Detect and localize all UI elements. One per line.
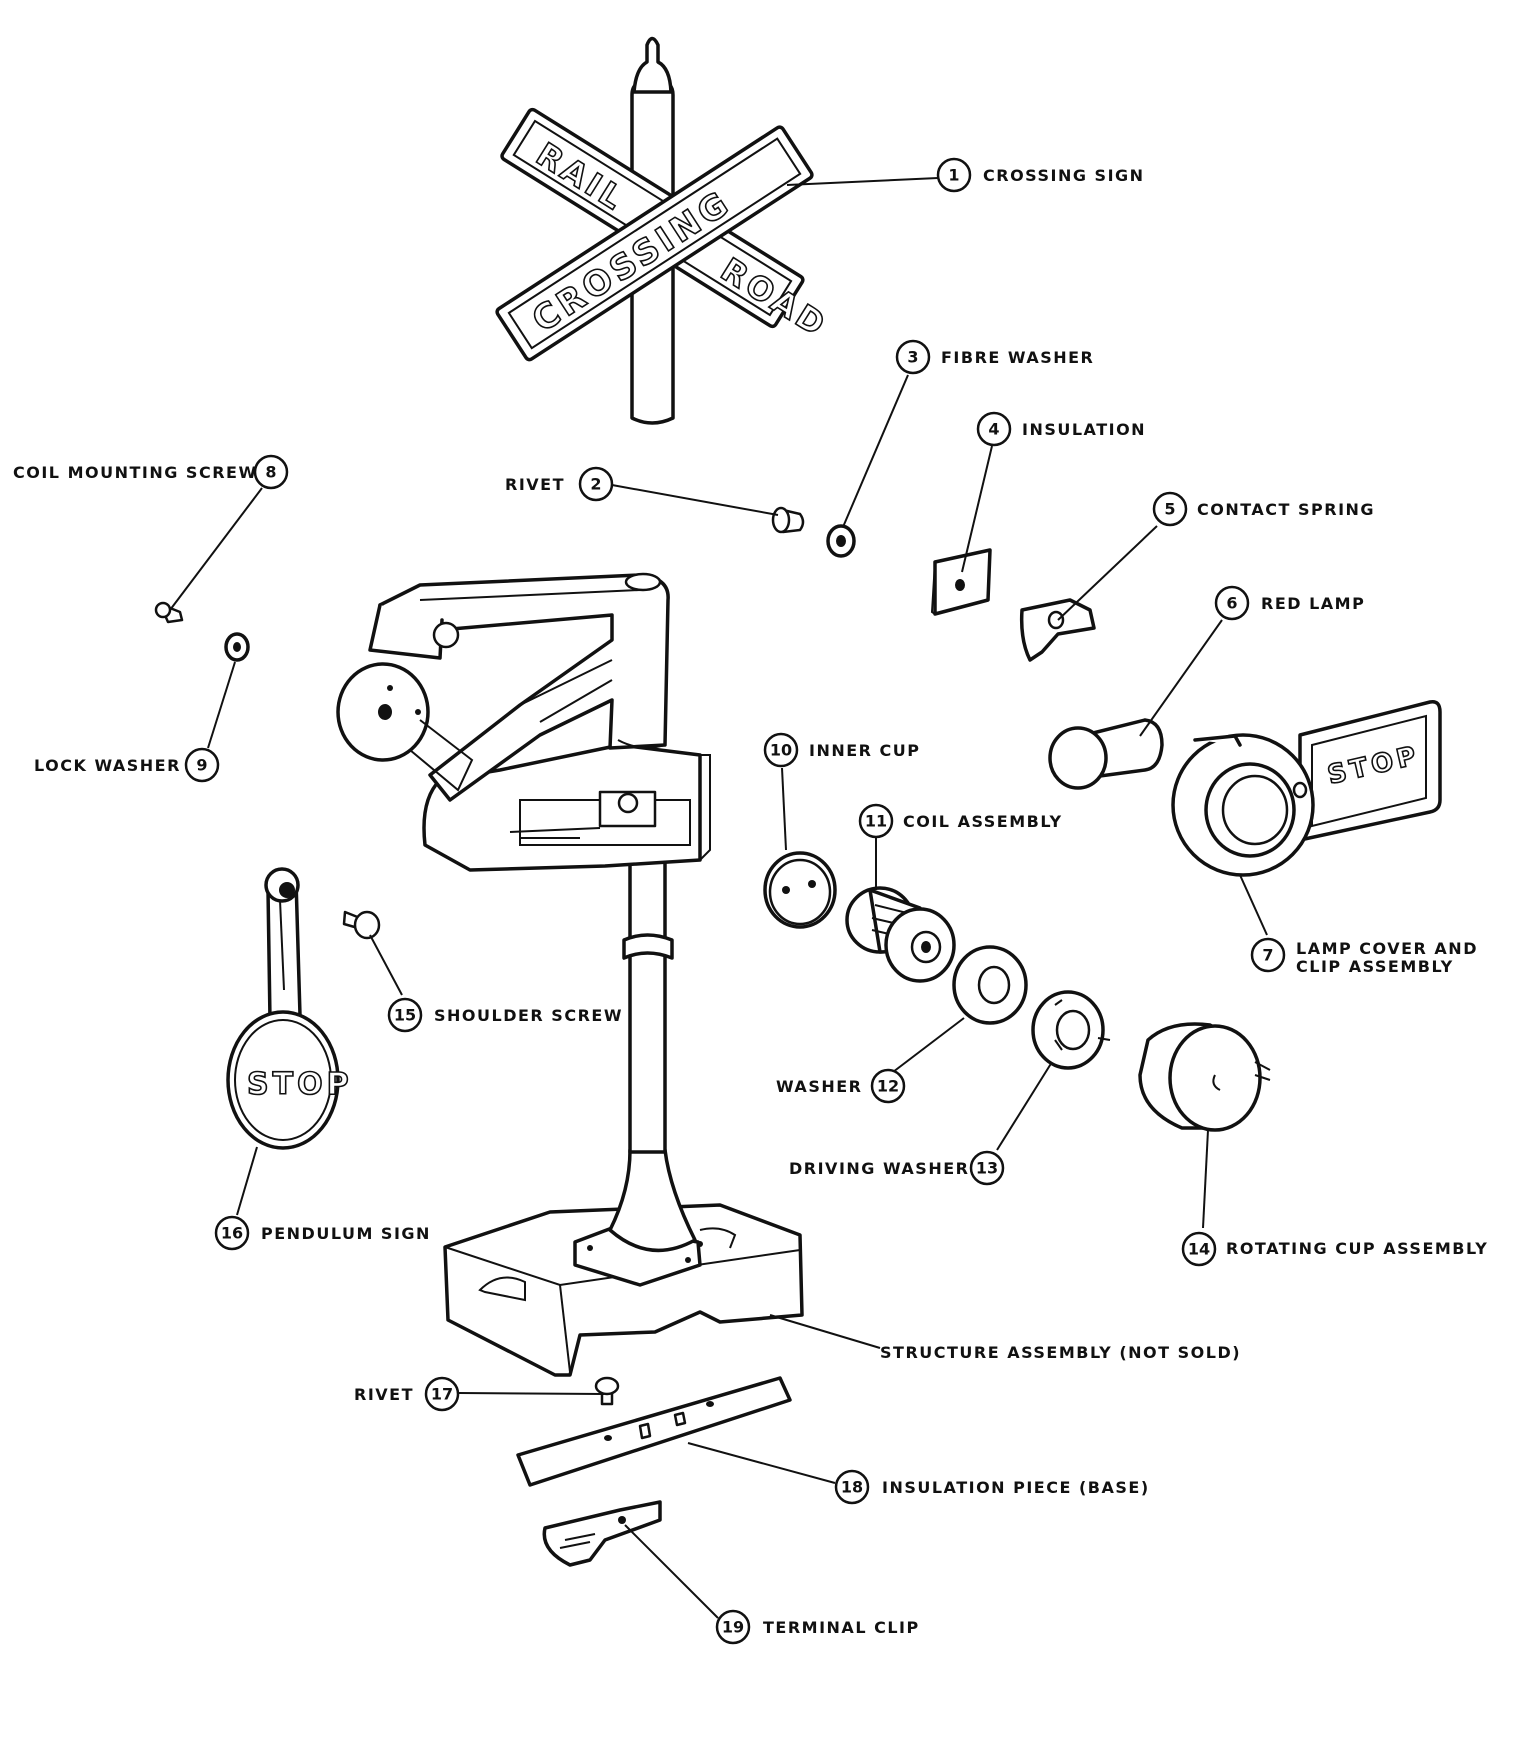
callout-structure-assembly: STRUCTURE ASSEMBLY (NOT SOLD) [880,1343,1241,1362]
coil-assembly-drawing [845,886,956,983]
rivet-drawing [771,506,805,534]
svg-text:INSULATION: INSULATION [1022,420,1146,439]
callout-11-coil-assembly: 11 COIL ASSEMBLY [858,803,1063,839]
svg-text:LAMP COVER AND: LAMP COVER AND [1296,939,1478,958]
svg-text:CLIP ASSEMBLY: CLIP ASSEMBLY [1296,957,1454,976]
svg-text:ROTATING CUP ASSEMBLY: ROTATING CUP ASSEMBLY [1226,1239,1488,1258]
pendulum-sign-drawing: STOP [226,867,353,1150]
callout-6-red-lamp: 6 RED LAMP [1214,585,1365,621]
base-rivet-drawing [594,1376,620,1406]
svg-text:17: 17 [431,1385,453,1404]
svg-text:INNER CUP: INNER CUP [809,741,921,760]
washer-drawing [952,945,1028,1025]
callout-19-terminal-clip: 19 TERMINAL CLIP [715,1609,920,1645]
svg-text:FIBRE WASHER: FIBRE WASHER [941,348,1094,367]
svg-text:12: 12 [877,1077,899,1096]
svg-text:18: 18 [841,1478,863,1497]
callout-17-rivet: RIVET 17 [354,1376,460,1412]
callout-8-coil-mounting-screw: COIL MOUNTING SCREW 8 [13,454,289,490]
callout-1-crossing-sign: 1 CROSSING SIGN [936,157,1145,193]
callout-3-fibre-washer: 3 FIBRE WASHER [895,339,1094,375]
svg-text:11: 11 [865,812,887,831]
insulation-drawing [930,548,992,616]
svg-text:19: 19 [722,1618,744,1637]
fibre-washer-drawing [826,524,856,558]
svg-text:SHOULDER SCREW: SHOULDER SCREW [434,1006,623,1025]
callout-16-pendulum-sign: 16 PENDULUM SIGN [214,1215,431,1251]
crossing-sign-drawing: RAILROAD CROSSING [495,36,836,425]
lock-washer-drawing [224,632,250,662]
svg-text:WASHER: WASHER [776,1077,862,1096]
svg-text:13: 13 [976,1159,998,1178]
callout-4-insulation: 4 INSULATION [976,411,1146,447]
callout-7-lamp-cover: 7 LAMP COVER AND CLIP ASSEMBLY [1250,937,1478,976]
svg-text:LOCK WASHER: LOCK WASHER [34,756,181,775]
insulation-piece-drawing [516,1376,792,1487]
contact-spring-drawing [1019,598,1096,662]
rotating-cup-drawing [1138,1022,1271,1132]
svg-text:PENDULUM SIGN: PENDULUM SIGN [261,1224,431,1243]
svg-text:RIVET: RIVET [505,475,565,494]
callout-14-rotating-cup-assembly: 14 ROTATING CUP ASSEMBLY [1181,1231,1488,1267]
callout-15-shoulder-screw: 15 SHOULDER SCREW [387,997,623,1033]
inner-cup-drawing [763,851,837,929]
svg-text:10: 10 [770,741,792,760]
callout-18-insulation-piece: 18 INSULATION PIECE (BASE) [834,1469,1150,1505]
svg-text:COIL MOUNTING SCREW: COIL MOUNTING SCREW [13,463,258,482]
svg-text:15: 15 [394,1006,416,1025]
svg-text:4: 4 [988,420,999,439]
svg-text:DRIVING WASHER: DRIVING WASHER [789,1159,969,1178]
driving-washer-drawing [1031,990,1111,1070]
shoulder-screw-drawing [342,910,381,940]
callout-13-driving-washer: DRIVING WASHER 13 [789,1150,1005,1186]
svg-text:14: 14 [1188,1240,1210,1259]
svg-text:RIVET: RIVET [354,1385,414,1404]
svg-text:COIL ASSEMBLY: COIL ASSEMBLY [903,812,1063,831]
svg-text:7: 7 [1262,946,1273,965]
svg-text:TERMINAL CLIP: TERMINAL CLIP [763,1618,920,1637]
red-lamp-drawing [1048,718,1164,790]
svg-text:RED LAMP: RED LAMP [1261,594,1365,613]
svg-text:6: 6 [1226,594,1237,613]
svg-text:5: 5 [1164,500,1175,519]
coil-mounting-screw-drawing [154,601,184,624]
svg-text:8: 8 [265,463,276,482]
callout-10-inner-cup: 10 INNER CUP [763,732,921,768]
svg-text:16: 16 [221,1224,243,1243]
svg-text:2: 2 [590,475,601,494]
lamp-cover-drawing: STOP [1171,699,1442,877]
svg-text:CROSSING SIGN: CROSSING SIGN [983,166,1145,185]
svg-text:3: 3 [907,348,918,367]
terminal-clip-drawing [542,1500,662,1567]
callout-2-rivet: RIVET 2 [505,466,614,502]
structure-assembly-drawing [336,572,804,1377]
callout-9-lock-washer: LOCK WASHER 9 [34,747,220,783]
svg-text:1: 1 [948,166,959,185]
callout-5-contact-spring: 5 CONTACT SPRING [1152,491,1375,527]
svg-text:INSULATION PIECE (BASE): INSULATION PIECE (BASE) [882,1478,1150,1497]
pendulum-stop-text: STOP [247,1067,353,1102]
svg-text:STRUCTURE ASSEMBLY (NOT SOLD): STRUCTURE ASSEMBLY (NOT SOLD) [880,1343,1241,1362]
svg-text:9: 9 [196,756,207,775]
leader-lines [169,177,1268,1619]
callout-12-washer: WASHER 12 [776,1068,906,1104]
svg-text:CONTACT SPRING: CONTACT SPRING [1197,500,1375,519]
